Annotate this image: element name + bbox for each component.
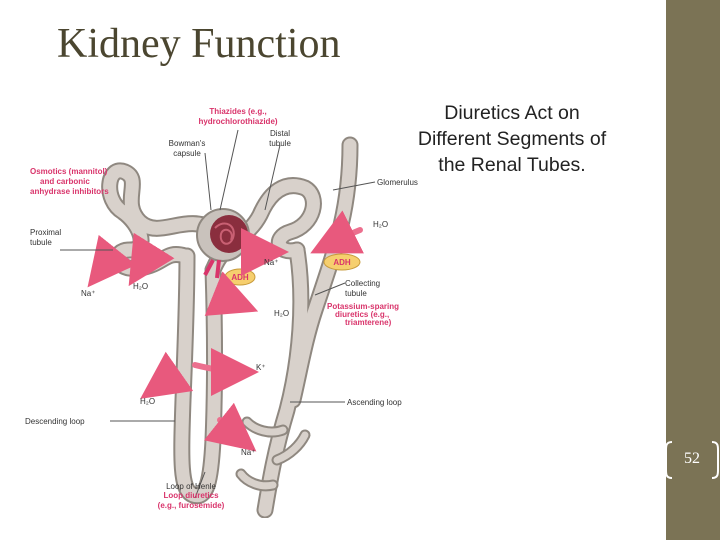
bowmans-label-2: capsule	[173, 149, 201, 158]
h2o-label-4: H₂O	[140, 397, 155, 406]
arrow-k-plus	[192, 347, 259, 396]
caption-line-2: Different Segments of	[417, 128, 607, 150]
bowmans-label-1: Bowman's	[169, 139, 206, 148]
arrow-h2o-descending	[204, 271, 259, 316]
leader-lines	[60, 129, 376, 499]
h2o-label-3: H₂O	[274, 309, 289, 318]
page-number-badge: 52	[662, 440, 720, 480]
collecting-label-2: tubule	[345, 289, 367, 298]
potassium-label-3: triamterene)	[345, 318, 392, 327]
nephron-tubules	[101, 136, 359, 518]
page-number-brackets	[665, 441, 719, 479]
arrow-na-proximal	[87, 234, 137, 288]
na-label-1: Na⁺	[81, 289, 95, 298]
proximal-label-1: Proximal	[30, 228, 61, 237]
henle-label: Loop of Henle	[166, 482, 216, 491]
osmotics-label-2: and carbonic	[40, 177, 90, 186]
page-number: 52	[684, 450, 700, 467]
distal-label-1: Distal	[270, 129, 290, 138]
slide-caption: Diuretics Act on Different Segments of t…	[392, 100, 632, 178]
collecting-label-1: Collecting	[345, 279, 380, 288]
glomerulus-label: Glomerulus	[377, 178, 418, 187]
osmotics-label-1: Osmotics (mannitol)	[30, 167, 108, 176]
adh-badge-right: ADH	[323, 253, 361, 271]
distal-label-2: tubule	[269, 139, 291, 148]
accent-band	[666, 0, 720, 540]
potassium-label-2: diuretics (e.g.,	[335, 310, 389, 319]
descending-loop-label: Descending loop	[25, 417, 85, 426]
nephron-diagram: ADH ADH Thiazides (e.g., hydrochlorothia…	[25, 107, 418, 518]
transport-arrows	[87, 210, 364, 452]
thiazides-label-2: hydrochlorothiazide)	[198, 117, 277, 126]
adh-label-left: ADH	[231, 273, 249, 282]
arrow-na-distal	[240, 227, 289, 276]
osmotics-label-3: anhydrase inhibitors	[30, 187, 109, 196]
arrow-h2o-collecting	[310, 210, 364, 254]
potassium-label-1: Potassium-sparing	[327, 302, 399, 311]
caption-line-1: Diuretics Act on	[444, 102, 580, 124]
slide-title: Kidney Function	[57, 21, 341, 67]
h2o-label-1: H₂O	[373, 220, 388, 229]
proximal-label-2: tubule	[30, 238, 52, 247]
arrow-na-ascending	[203, 402, 257, 452]
arrow-h2o-loop	[140, 351, 194, 399]
adh-label-right: ADH	[333, 258, 351, 267]
k-plus-label: K⁺	[256, 363, 266, 372]
thiazides-label-1: Thiazides (e.g.,	[209, 107, 266, 116]
loop-diuretics-label-2: (e.g., furosemide)	[158, 501, 225, 510]
caption-line-3: the Renal Tubes.	[438, 154, 586, 176]
adh-badge-left: ADH	[224, 268, 256, 286]
ascending-loop-label: Ascending loop	[347, 398, 402, 407]
arrow-h2o-proximal	[128, 232, 175, 287]
loop-diuretics-label-1: Loop diuretics	[163, 491, 219, 500]
na-label-3: Na⁺	[241, 448, 255, 457]
h2o-label-2: H₂O	[133, 282, 148, 291]
na-label-2: Na⁺	[264, 258, 278, 267]
